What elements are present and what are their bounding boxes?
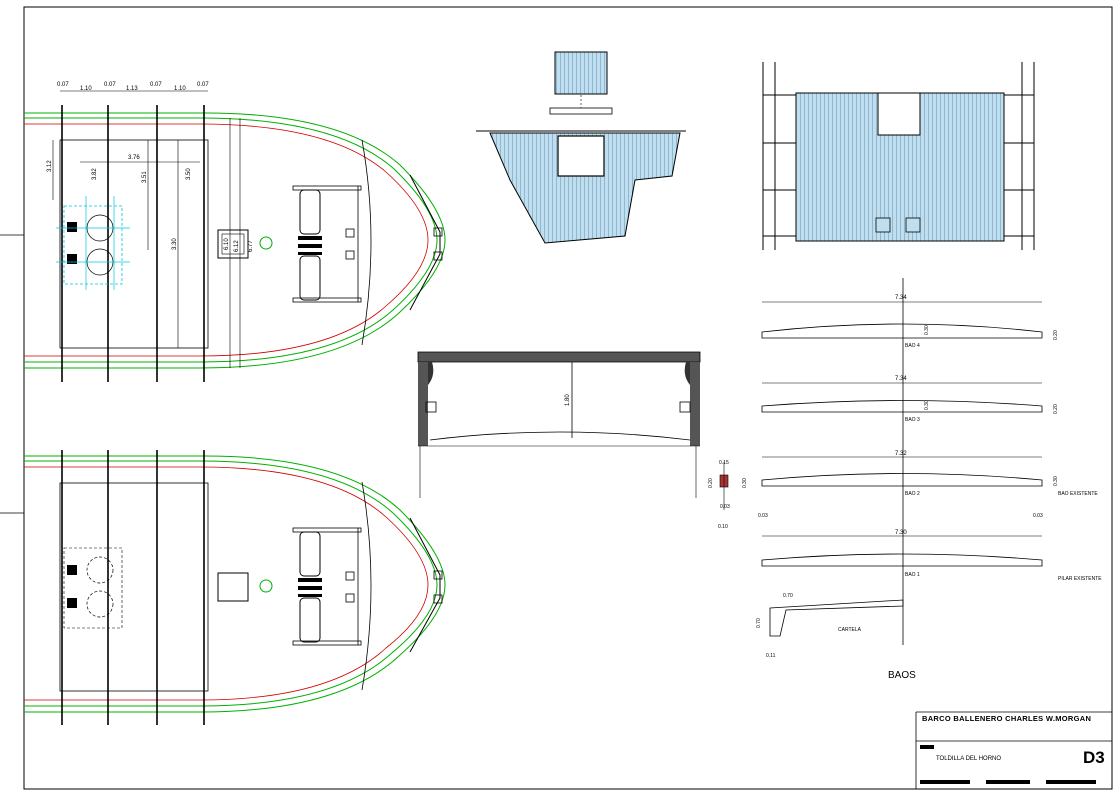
beam-2-name: BAO 2 — [905, 491, 920, 497]
section-height-label: 1.80 — [565, 394, 571, 406]
beam-3-camber: 0.20 — [1053, 404, 1059, 414]
beam-4-mid: 0.30 — [924, 325, 930, 335]
plan-dim-v7: 6.77 — [248, 240, 254, 252]
transverse-section: 1.80 — [417, 351, 701, 498]
beam-3-mid: 0.30 — [924, 400, 930, 410]
beam-detail: 0.15 0.20 0.30 0.03 0.10 — [708, 460, 748, 530]
beam-2-span: 7.32 — [895, 451, 907, 457]
detail-label-1: 0.20 — [708, 478, 714, 488]
project-title: BARCO BALLENERO CHARLES W.MORGAN — [922, 714, 1091, 723]
detail-label-3: 0.03 — [720, 504, 730, 510]
plan-dim-v2: 3.51 — [142, 171, 148, 183]
plan-dim-top-2: 0.07 — [104, 82, 116, 88]
beam-2-camber: 0.30 — [1053, 476, 1059, 486]
beam-offset-left: 0.03 — [758, 513, 768, 519]
beam-4-camber: 0.20 — [1053, 330, 1059, 340]
beam-3-name: BAO 3 — [905, 417, 920, 423]
plan-dim-top-4: 0.07 — [150, 82, 162, 88]
detail-label-4: 0.10 — [718, 524, 728, 530]
plan-dim-top-0: 0.07 — [57, 82, 69, 88]
title-block: BARCO BALLENERO CHARLES W.MORGAN TOLDILL… — [915, 711, 1112, 789]
plan-dim-v3: 3.50 — [186, 168, 192, 180]
plan-dim-horizontal: 3.76 — [128, 155, 140, 161]
plan-dim-top-1: 1.10 — [80, 86, 92, 92]
sheet-title: TOLDILLA DEL HORNO — [936, 756, 1001, 762]
beams-caption: BAOS — [888, 670, 916, 681]
plan-dim-v1: 3.82 — [92, 168, 98, 180]
cartela-dim-1: 0.70 — [756, 618, 762, 628]
chimney-section — [476, 51, 686, 244]
plan-dim-v5: 6.10 — [224, 238, 230, 250]
beam-offset-right: 0.03 — [1033, 513, 1043, 519]
plan-dim-top-3: 1.13 — [126, 86, 138, 92]
plan-dim-top-5: 1.10 — [174, 86, 186, 92]
plan-view-bottom — [24, 450, 446, 725]
beam-4-span: 7.34 — [895, 295, 907, 301]
beam-4-name: BAO 4 — [905, 343, 920, 349]
detail-label-2: 0.30 — [742, 478, 748, 488]
cartela-dim-2: 0.11 — [766, 653, 776, 659]
sheet-border — [23, 6, 1113, 790]
plan-dim-v6: 6.12 — [234, 240, 240, 252]
plan-view-top: 0.07 1.10 0.07 1.13 0.07 1.10 0.07 3.76 … — [24, 82, 446, 382]
note-pilar-existente: PILAR EXISTENTE — [1058, 576, 1102, 582]
beams-drawing: 7.34 BAO 4 0.20 0.30 7.34 BAO 3 0.20 0.3… — [756, 278, 1102, 681]
beam-3-span: 7.34 — [895, 376, 907, 382]
note-bao-existente: BAO EXISTENTE — [1058, 491, 1098, 497]
plan-dim-v4: 3.30 — [172, 238, 178, 250]
detail-label-0: 0.15 — [719, 460, 729, 466]
plan-dim-top-6: 0.07 — [197, 82, 209, 88]
cartela-dim-0: 0.70 — [783, 593, 793, 599]
deck-roof-plan — [762, 62, 1035, 250]
sheet-code: D3 — [1083, 748, 1105, 767]
beam-1-name: BAO 1 — [905, 572, 920, 578]
beam-1-span: 7.30 — [895, 530, 907, 536]
note-cartela: CARTELA — [838, 627, 862, 633]
plan-dim-v0: 3.12 — [47, 160, 53, 172]
